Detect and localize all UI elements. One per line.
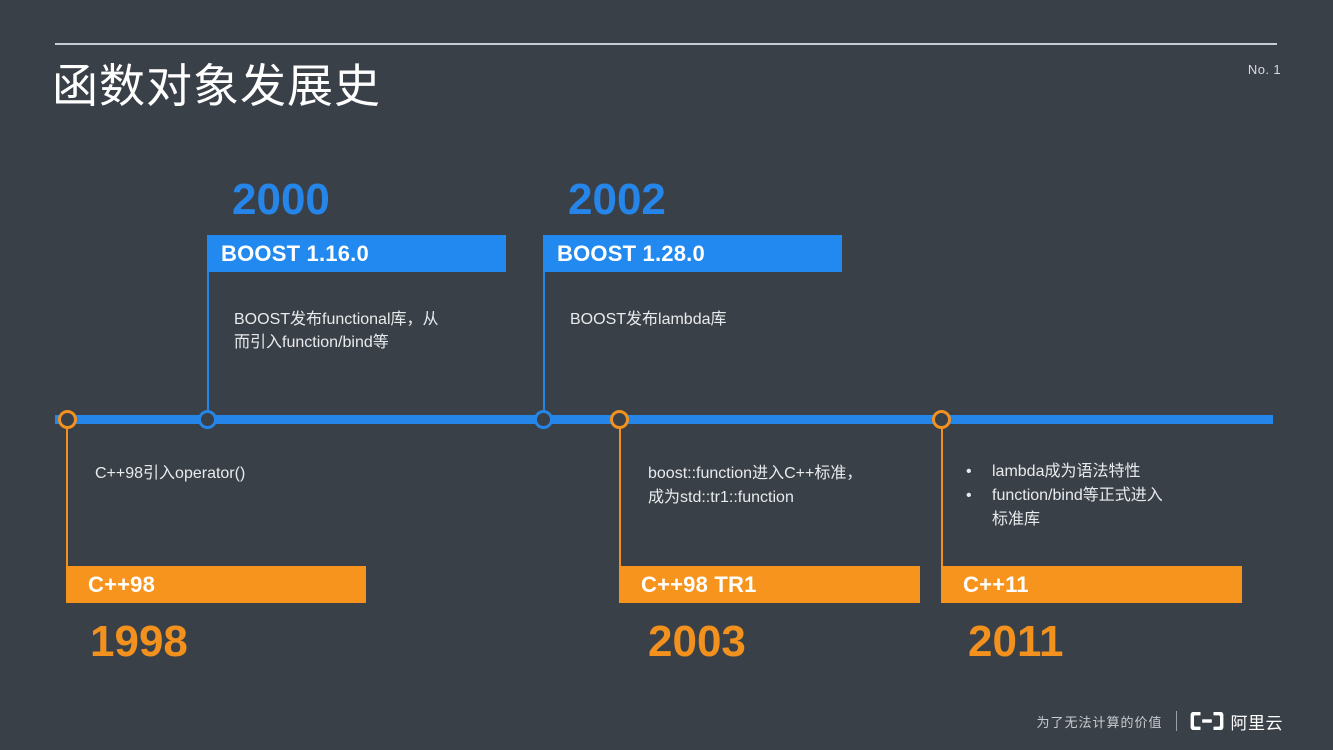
timeline-node-2011[interactable] [932,410,951,429]
top-event-description-2002: BOOST发布lambda库 [570,311,727,328]
bullet-marker-icon: • [966,463,972,480]
top-event-bar-label-2000: BOOST 1.16.0 [221,240,369,266]
timeline-node-1998[interactable] [58,410,77,429]
top-event-bar-2000[interactable]: BOOST 1.16.0 [207,235,506,272]
bottom-event-bar-label-2003: C++98 TR1 [641,571,757,597]
bottom-event-description-1998: C++98引入operator() [95,465,246,482]
list-item: • lambda成为语法特性 [966,460,1246,484]
alibaba-cloud-logo: 阿里云 [1190,709,1284,734]
bottom-event-connector-2003 [619,420,621,566]
bottom-event-bullets-2011: • lambda成为语法特性 • function/bind等正式进入 标准库 [966,460,1246,532]
top-event-bar-2002[interactable]: BOOST 1.28.0 [543,235,842,272]
bottom-event-bar-1998[interactable]: C++98 [66,566,366,603]
bottom-event-year-2003: 2003 [648,617,746,666]
top-event-connector-2002 [543,272,545,418]
timeline-node-2000[interactable] [198,410,217,429]
page-title: 函数对象发展史 [52,60,381,112]
footer: 为了无法计算的价值 阿里云 [1036,708,1283,734]
bullet-marker-icon: • [966,487,972,504]
bottom-event-year-2011: 2011 [968,617,1064,666]
cloud-bracket-icon [1190,712,1223,730]
timeline-node-2002[interactable] [534,410,553,429]
bottom-event-description-2003: boost::function进入C++标准， 成为std::tr1::func… [648,465,863,506]
top-event-year-2000: 2000 [232,175,330,224]
footer-slogan: 为了无法计算的价值 [1036,714,1163,730]
bottom-event-connector-1998 [66,420,68,566]
bullet-text: function/bind等正式进入 标准库 [992,487,1163,528]
timeline-node-2003[interactable] [610,410,629,429]
bottom-event-year-1998: 1998 [90,617,188,666]
top-event-description-2000: BOOST发布functional库，从 而引入function/bind等 [234,311,439,352]
timeline-axis [55,415,1273,424]
top-event-bar-label-2002: BOOST 1.28.0 [557,240,705,266]
bullet-text: lambda成为语法特性 [992,463,1141,480]
bottom-event-connector-2011 [941,420,943,566]
footer-divider [1175,711,1177,731]
bottom-event-bar-2003[interactable]: C++98 TR1 [619,566,920,603]
list-item: • function/bind等正式进入 标准库 [966,484,1246,532]
header-divider [55,43,1277,45]
bottom-event-bar-label-2011: C++11 [963,571,1029,597]
bottom-event-bar-2011[interactable]: C++11 [941,566,1242,603]
bottom-event-bar-label-1998: C++98 [88,571,156,597]
top-event-connector-2000 [207,272,209,418]
page-number: No. 1 [1247,62,1281,77]
top-event-year-2002: 2002 [568,175,666,224]
footer-brand: 阿里云 [1230,713,1283,733]
